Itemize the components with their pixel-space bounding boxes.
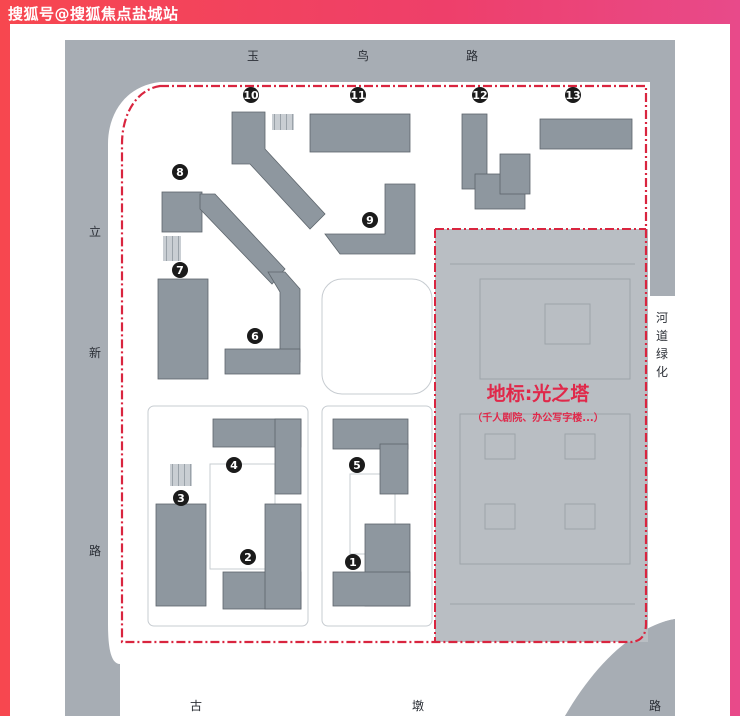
courtyards bbox=[163, 114, 294, 486]
building-marker-8: 8 bbox=[172, 164, 188, 180]
building-marker-2: 2 bbox=[240, 549, 256, 565]
road-label-bottom-3: 路 bbox=[649, 698, 661, 713]
site-plan-map: 地标:光之塔 （千人剧院、办公写字楼...） bbox=[65, 40, 675, 716]
building-marker-6: 6 bbox=[247, 328, 263, 344]
road-label-bottom-1: 古 bbox=[190, 698, 202, 713]
road-label-top-2: 鸟 bbox=[357, 48, 369, 63]
site-boundary bbox=[120, 84, 648, 644]
svg-text:2: 2 bbox=[244, 551, 252, 564]
svg-text:3: 3 bbox=[177, 492, 185, 505]
landmark-subtitle: （千人剧院、办公写字楼...） bbox=[472, 411, 603, 424]
road-curve bbox=[565, 619, 675, 716]
building-marker-3: 3 bbox=[173, 490, 189, 506]
svg-text:7: 7 bbox=[176, 264, 184, 277]
building-marker-10: 10 bbox=[243, 87, 259, 103]
landmark-zone bbox=[435, 229, 648, 642]
road-label-right-1: 河 bbox=[656, 311, 668, 325]
landmark-plan-lines bbox=[450, 263, 635, 605]
landmark-boundary bbox=[434, 228, 646, 642]
building-marker-11: 11 bbox=[350, 87, 366, 103]
road-label-bottom-2: 墩 bbox=[412, 699, 424, 713]
svg-text:4: 4 bbox=[230, 459, 238, 472]
svg-text:8: 8 bbox=[176, 166, 184, 179]
watermark-text: 搜狐号@搜狐焦点盐城站 bbox=[8, 5, 179, 23]
road-label-right-3: 绿 bbox=[656, 346, 668, 361]
svg-text:9: 9 bbox=[366, 214, 374, 227]
road-label-left-1: 立 bbox=[89, 224, 101, 239]
building-marker-12: 12 bbox=[472, 87, 488, 103]
road-label-left-2: 新 bbox=[89, 345, 101, 360]
building-marker-1: 1 bbox=[345, 554, 361, 570]
svg-text:10: 10 bbox=[243, 89, 259, 102]
building-marker-7: 7 bbox=[172, 262, 188, 278]
map-container: 地标:光之塔 （千人剧院、办公写字楼...） bbox=[10, 24, 730, 716]
svg-text:1: 1 bbox=[349, 556, 357, 569]
building-marker-13: 13 bbox=[565, 87, 581, 103]
svg-text:12: 12 bbox=[472, 89, 487, 102]
road-label-top-3: 路 bbox=[466, 48, 478, 63]
building-marker-9: 9 bbox=[362, 212, 378, 228]
svg-text:5: 5 bbox=[353, 459, 361, 472]
svg-text:6: 6 bbox=[251, 330, 259, 343]
road-label-top-1: 玉 bbox=[247, 49, 259, 63]
building-marker-5: 5 bbox=[349, 457, 365, 473]
road-label-right-4: 化 bbox=[656, 365, 668, 379]
svg-text:13: 13 bbox=[565, 89, 580, 102]
landmark-title: 地标:光之塔 bbox=[487, 382, 591, 405]
svg-text:11: 11 bbox=[350, 89, 365, 102]
building-marker-4: 4 bbox=[226, 457, 242, 473]
building-blocks bbox=[155, 111, 633, 610]
road-label-right-2: 道 bbox=[656, 329, 668, 343]
road-label-left-3: 路 bbox=[89, 543, 101, 558]
